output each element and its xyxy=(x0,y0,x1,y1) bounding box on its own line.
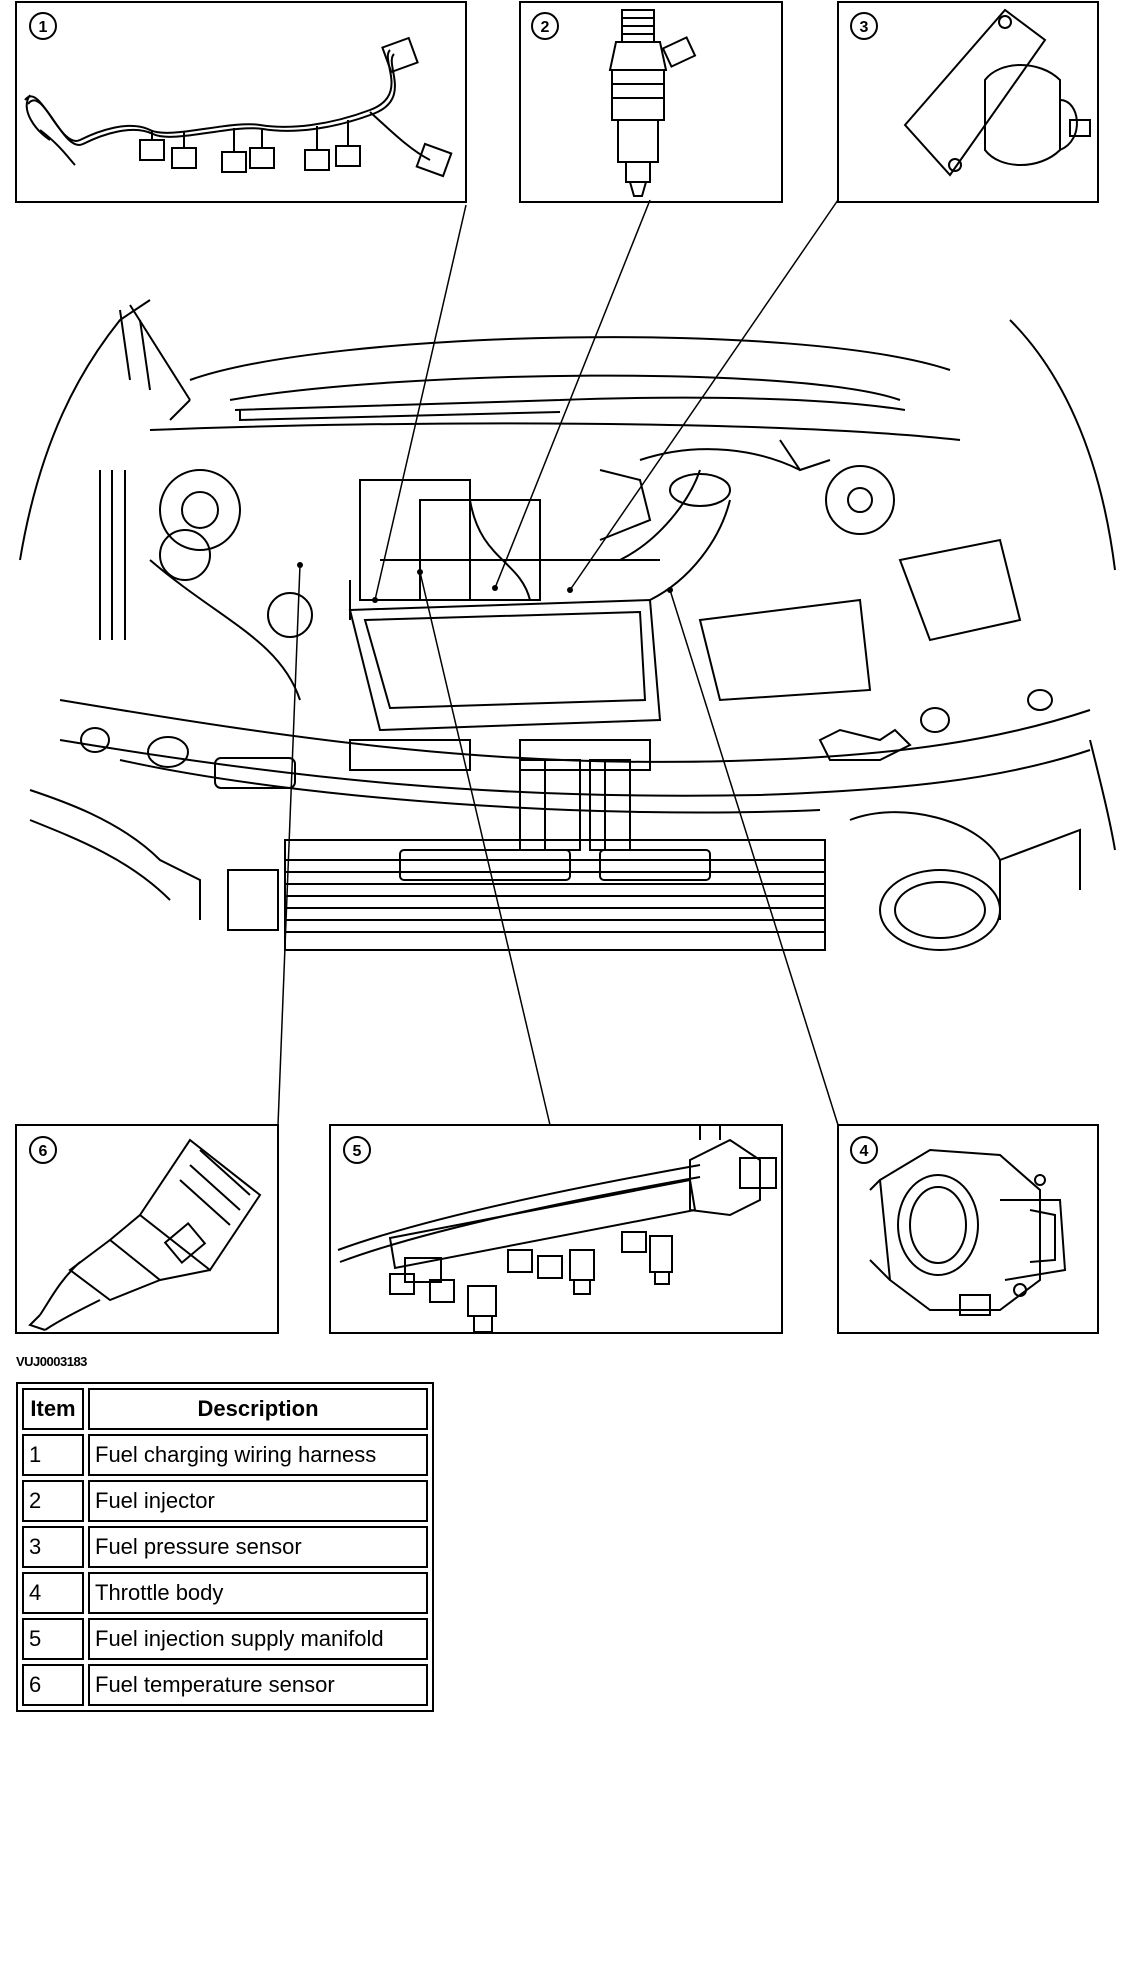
callout-6-label: 6 xyxy=(39,1143,48,1160)
legend-item-description: Fuel pressure sensor xyxy=(88,1526,428,1568)
leader-line-2 xyxy=(494,199,651,589)
detail-box-6 xyxy=(15,1124,279,1334)
legend-row: 4 Throttle body xyxy=(22,1572,428,1614)
callout-1-label: 1 xyxy=(39,19,48,36)
callout-5-label: 5 xyxy=(353,1143,362,1160)
legend-item-description: Throttle body xyxy=(88,1572,428,1614)
legend-item-number: 2 xyxy=(22,1480,84,1522)
legend-item-number: 6 xyxy=(22,1664,84,1706)
leader-lines xyxy=(277,199,839,1126)
callout-2-label: 2 xyxy=(541,19,550,36)
fuel-pressure-sensor-illustration xyxy=(903,8,1091,177)
callout-3-circle xyxy=(850,12,878,40)
legend-header-description: Description xyxy=(88,1388,428,1430)
leader-line-6 xyxy=(277,564,301,1126)
legend-row: 1 Fuel charging wiring harness xyxy=(22,1434,428,1476)
legend-row: 2 Fuel injector xyxy=(22,1480,428,1522)
callout-1-circle xyxy=(29,12,57,40)
callout-5-circle xyxy=(343,1136,371,1164)
callout-2-circle xyxy=(531,12,559,40)
legend-row: 6 Fuel temperature sensor xyxy=(22,1664,428,1706)
wiring-harness-illustration xyxy=(24,36,453,178)
callout-4-circle xyxy=(850,1136,878,1164)
detail-box-1 xyxy=(15,1,467,203)
fuel-injector-illustration xyxy=(608,9,697,197)
legend-item-number: 3 xyxy=(22,1526,84,1568)
fuel-temperature-sensor-illustration xyxy=(28,1138,262,1331)
callout-6-circle xyxy=(29,1136,57,1164)
legend-table: Item Description 1 Fuel charging wiring … xyxy=(16,1382,434,1712)
leader-line-4 xyxy=(669,589,839,1126)
legend-item-number: 5 xyxy=(22,1618,84,1660)
leader-line-1 xyxy=(374,204,467,601)
legend-row: 3 Fuel pressure sensor xyxy=(22,1526,428,1568)
throttle-body-illustration xyxy=(869,1148,1067,1316)
legend-item-description: Fuel charging wiring harness xyxy=(88,1434,428,1476)
legend-item-description: Fuel injector xyxy=(88,1480,428,1522)
detail-box-2 xyxy=(519,1,783,203)
legend-header-item: Item xyxy=(22,1388,84,1430)
leader-line-5 xyxy=(419,571,551,1126)
detail-box-5 xyxy=(329,1124,783,1334)
engine-bay-illustration xyxy=(19,299,1116,951)
leader-line-3 xyxy=(569,199,839,591)
legend-item-description: Fuel injection supply manifold xyxy=(88,1618,428,1660)
detail-box-4 xyxy=(837,1124,1099,1334)
detail-box-3 xyxy=(837,1,1099,203)
callout-3-label: 3 xyxy=(860,19,869,36)
legend-item-number: 4 xyxy=(22,1572,84,1614)
legend-row: 5 Fuel injection supply manifold xyxy=(22,1618,428,1660)
figure-id-label: VUJ0003183 xyxy=(16,1354,87,1369)
callout-4-label: 4 xyxy=(860,1143,869,1160)
legend-item-number: 1 xyxy=(22,1434,84,1476)
fuel-rail-illustration xyxy=(337,1124,777,1333)
legend-header-row: Item Description xyxy=(22,1388,428,1430)
legend-item-description: Fuel temperature sensor xyxy=(88,1664,428,1706)
